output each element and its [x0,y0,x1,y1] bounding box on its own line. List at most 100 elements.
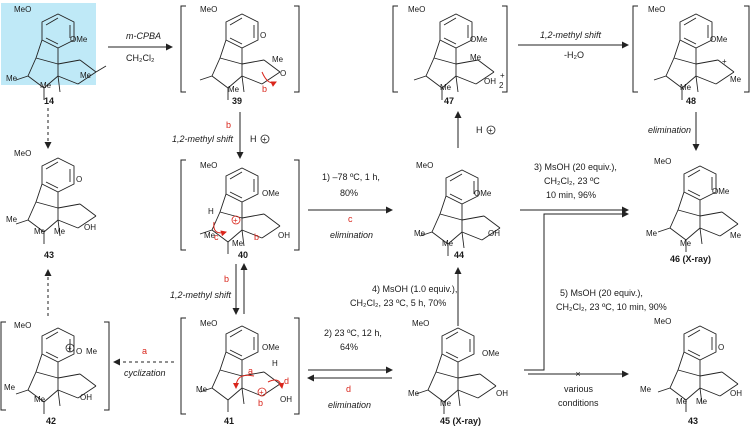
atom-label: OMe [710,35,728,44]
compound-label-47: 47 [444,96,454,106]
condition-4a: 4) MsOH (1.0 equiv.), [372,284,457,294]
proton: H [250,134,257,144]
bracket-right [294,317,300,415]
charge-plus: + [67,344,72,353]
condition-3a: 3) MsOH (20 equiv.), [534,162,617,172]
atom-label: Me [730,75,742,84]
conditions-label: conditions [558,398,599,408]
condition-5b: CH₂Cl₂, 23 ºC, 10 min, 90% [556,302,667,312]
path-label-c: c [348,214,353,224]
condition-3b: CH₂Cl₂, 23 ºC [544,176,600,186]
path-label-a: a [248,366,253,376]
atom-label: Me [80,71,92,80]
bracket-left [180,317,186,415]
condition-3c: 10 min, 96% [546,190,596,200]
reagent-mcpba: m-CPBA [126,31,161,41]
atom-label: O [718,343,724,352]
atom-label: MeO [200,319,217,328]
atom-label: OMe [70,35,88,44]
compound-label-41: 41 [224,416,234,426]
atom-label: + [500,71,505,80]
atom-label: Me [696,397,708,406]
atom-label: O [76,347,82,356]
bracket-right [294,5,300,93]
atom-label: MeO [14,5,31,14]
structure-45 [415,327,497,415]
atom-label: MeO [654,317,671,326]
charge-plus: + [488,126,493,135]
cross-mark: × [575,369,580,379]
charge-circle [65,343,75,353]
atom-label: OH [488,229,500,238]
highlight-box [1,3,96,85]
atom-label: O [280,69,286,78]
atom-label: O [76,175,82,184]
bracket-left [180,159,186,251]
path-label-c: c [214,232,219,242]
path-label-a: a [142,346,147,356]
structure-44 [419,169,501,257]
path-label-b: b [226,120,231,130]
charge-plus: + [262,135,267,144]
atom-label: OH [84,223,96,232]
atom-label: Me [4,383,16,392]
bracket-right [744,5,750,93]
path-label-b: b [258,398,263,408]
atom-label: OMe [262,343,280,352]
compound-label-43-right: 43 [688,416,698,426]
atom-label: H [272,359,278,368]
elimination-label: elimination [328,400,371,410]
path-label-b: b [262,84,267,94]
cation-circle [231,215,241,225]
structure-41 [199,325,281,413]
bracket-right [502,5,508,93]
atom-label: OMe [482,349,500,358]
atom-label: 2 [499,81,504,90]
proton: H [476,125,483,135]
atom-label: MeO [412,319,429,328]
shift-label: 1,2-methyl shift [170,290,232,300]
structure-39 [199,13,281,101]
structure-47 [413,13,495,101]
bracket-left [392,5,398,93]
atom-label: OH [730,389,742,398]
atom-label: Me [640,385,652,394]
atom-label: Me [414,229,426,238]
shift-label: 1,2-methyl shift [540,30,602,40]
yield-64: 64% [340,342,358,352]
atom-label: OH [80,393,92,402]
atom-label: Me [196,385,208,394]
cation-circle [257,387,267,397]
path-label-d: d [284,376,289,386]
atom-label: OH [278,231,290,240]
structure-14 [15,13,107,101]
compound-label-45: 45 (X-ray) [440,416,481,426]
atom-label: OMe [262,189,280,198]
atom-label: MeO [416,161,433,170]
atom-label: Me [40,81,52,90]
atom-label: Me [442,239,454,248]
condition-2: 2) 23 ºC, 12 h, [324,328,382,338]
atom-label: Me [680,239,692,248]
atom-label: Me [676,397,688,406]
shift-label: 1,2-methyl shift [172,134,234,144]
cation-plus: + [233,216,238,225]
atom-label: Me [272,55,284,64]
path-label-d: d [346,384,351,394]
mechanism-arrow [267,379,285,389]
atom-label: + [722,57,727,66]
condition-1: 1) –78 ºC, 1 h, [322,172,380,182]
atom-label: MeO [648,5,665,14]
charge-circle [486,125,496,135]
compound-label-44: 44 [454,250,464,260]
mechanism-arrow [233,374,255,389]
atom-label: MeO [408,5,425,14]
atom-label: OH [496,389,508,398]
atom-label: Me [86,347,98,356]
atom-label: Me [440,399,452,408]
elimination-label: elimination [330,230,373,240]
compound-label-48: 48 [686,96,696,106]
elimination-label: elimination [648,125,691,135]
path-label-b: b [224,274,229,284]
atom-label: Me [646,229,658,238]
